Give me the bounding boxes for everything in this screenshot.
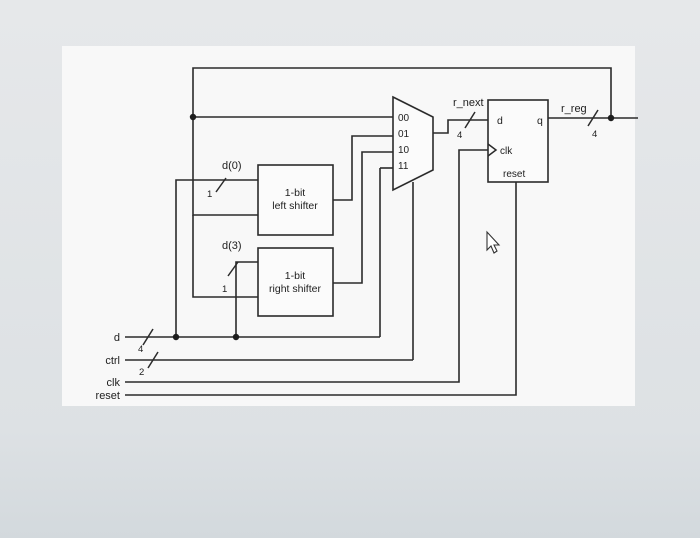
junction-dot — [607, 114, 615, 122]
junction-dot — [232, 333, 240, 341]
r-reg-bus-slash — [587, 109, 599, 127]
multiplexer: 00 01 10 11 — [392, 95, 434, 192]
mux-sel-01: 01 — [398, 129, 410, 140]
left-shifter-box — [257, 164, 334, 236]
rreg-to-right-shifter-wire — [192, 215, 258, 298]
input-d-label: d — [114, 332, 120, 344]
d0-tap-slash — [215, 177, 227, 193]
paper-sheet — [62, 46, 635, 406]
d3-width-label: 1 — [222, 284, 227, 295]
d0-tap-wire — [175, 179, 258, 337]
bus-slash-marks — [142, 109, 599, 369]
right-shifter-out-wire — [333, 151, 393, 284]
register-reset-port: reset — [503, 169, 525, 180]
d0-tap-label: d(0) — [222, 160, 242, 172]
mux-trapezoid — [392, 95, 434, 192]
r-reg-width-label: 4 — [592, 129, 597, 140]
d-width-label: 4 — [138, 344, 143, 355]
d0-width-label: 1 — [207, 189, 212, 200]
r-next-label: r_next — [453, 97, 484, 109]
tap-labels: d(0) d(3) — [222, 160, 242, 252]
wires — [125, 67, 638, 396]
d3-tap-slash — [227, 261, 239, 277]
register-q-port: q — [537, 115, 543, 127]
feedback-wire — [192, 67, 612, 118]
d-bus-slash — [142, 328, 154, 346]
register-box — [487, 99, 549, 183]
left-shifter-label-line1: 1-bit — [285, 187, 306, 199]
junction-dots — [172, 113, 615, 341]
right-shifter-label-line2: right shifter — [269, 283, 321, 295]
right-shifter-block: 1-bit right shifter — [257, 247, 334, 317]
input-labels: d ctrl clk reset — [96, 332, 121, 402]
junction-dot — [172, 333, 180, 341]
r-next-wire — [433, 119, 488, 134]
register-block: d q clk reset — [487, 99, 549, 183]
ctrl-width-label: 2 — [139, 367, 144, 378]
left-shifter-out-wire — [333, 135, 393, 201]
d3-tap-wire — [235, 261, 258, 337]
ctrl-bus-slash — [147, 351, 159, 369]
d3-tap-label: d(3) — [222, 240, 242, 252]
clk-wire — [125, 149, 488, 383]
mux-sel-11: 11 — [398, 161, 409, 172]
r-next-width-label: 4 — [457, 130, 462, 141]
mux-sel-00: 00 — [398, 113, 410, 124]
left-shifter-block: 1-bit left shifter — [257, 164, 334, 236]
junction-dot — [189, 113, 197, 121]
input-clk-label: clk — [107, 377, 121, 389]
mouse-cursor-icon — [486, 230, 501, 254]
register-clk-port: clk — [500, 146, 513, 157]
input-reset-label: reset — [96, 390, 120, 402]
signal-labels: r_next r_reg — [453, 97, 587, 115]
mux-sel-10: 10 — [398, 145, 410, 156]
register-d-port: d — [497, 115, 503, 127]
right-shifter-box — [257, 247, 334, 317]
reset-wire — [125, 182, 517, 396]
right-shifter-label-line1: 1-bit — [285, 270, 306, 282]
width-labels: 4 2 4 4 1 1 — [138, 129, 597, 378]
r-next-bus-slash — [464, 111, 476, 129]
input-ctrl-label: ctrl — [105, 355, 120, 367]
clock-edge-triangle — [487, 143, 498, 157]
left-shifter-label-line2: left shifter — [272, 200, 318, 212]
r-reg-label: r_reg — [561, 103, 587, 115]
